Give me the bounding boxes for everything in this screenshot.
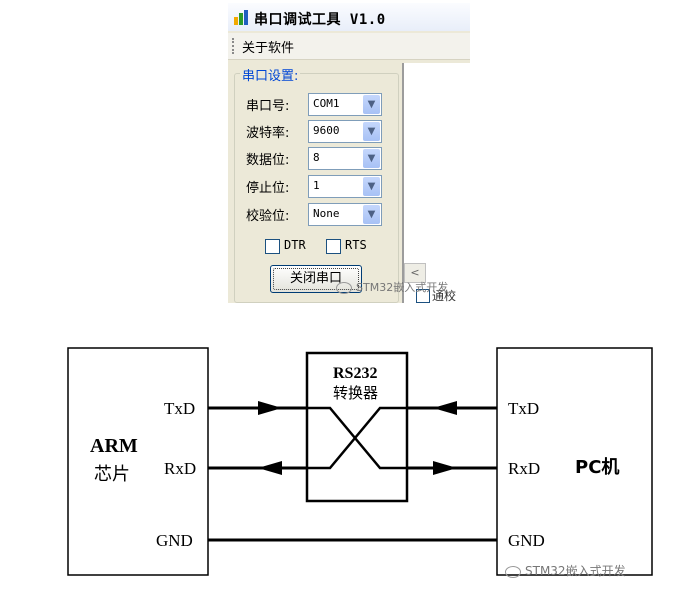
stopbits-label: 停止位: <box>246 181 290 196</box>
databits-value: 8 <box>313 151 320 164</box>
parity-select[interactable]: None ▼ <box>308 203 382 226</box>
chevron-down-icon[interactable]: ▼ <box>363 205 380 224</box>
menu-grip-icon <box>232 38 236 54</box>
chevron-down-icon[interactable]: ▼ <box>363 149 380 168</box>
arm-rxd-label: RxD <box>164 459 196 478</box>
arm-chip-label: 芯片 <box>94 464 130 485</box>
pc-rxd-arrow-icon <box>433 461 457 475</box>
arm-chip-box <box>67 347 209 576</box>
serial-settings-title: 串口设置: <box>240 65 301 84</box>
receive-pane: < 通校 <box>402 63 470 303</box>
port-label: 串口号: <box>246 99 290 114</box>
rts-checkbox[interactable] <box>326 239 341 254</box>
arm-txd-arrow-icon <box>258 401 282 415</box>
menu-bar: 关于软件 <box>228 33 470 60</box>
converter-label: 转换器 <box>333 384 378 402</box>
rts-label: RTS <box>345 238 367 252</box>
databits-select[interactable]: 8 ▼ <box>308 147 382 170</box>
rs232-converter-box <box>305 351 409 503</box>
databits-label: 数据位: <box>246 153 290 168</box>
baud-value: 9600 <box>313 124 340 137</box>
scroll-left-arrow[interactable]: < <box>404 263 426 283</box>
wechat-icon <box>505 565 521 578</box>
pane-checkbox-label: 通校 <box>432 289 457 303</box>
stopbits-value: 1 <box>313 179 320 192</box>
dtr-label: DTR <box>284 238 306 252</box>
watermark-top: STM32嵌入式开发 <box>336 279 448 295</box>
chevron-down-icon[interactable]: ▼ <box>363 95 380 114</box>
parity-value: None <box>313 207 340 220</box>
arm-rxd-arrow-icon <box>258 461 282 475</box>
port-value: COM1 <box>313 97 340 110</box>
window-title: 串口调试工具 V1.0 <box>254 12 386 28</box>
wechat-icon <box>336 282 352 294</box>
baud-select[interactable]: 9600 ▼ <box>308 120 382 143</box>
port-select[interactable]: COM1 ▼ <box>308 93 382 116</box>
watermark-top-text: STM32嵌入式开发 <box>356 281 449 294</box>
arm-gnd-label: GND <box>156 531 193 550</box>
pc-txd-arrow-icon <box>433 401 457 415</box>
pc-rxd-label: RxD <box>508 459 540 478</box>
cross-wire-1 <box>307 406 407 470</box>
watermark-bottom-text: STM32嵌入式开发 <box>525 564 626 578</box>
pc-gnd-label: GND <box>508 531 545 550</box>
serial-tool-window: 串口调试工具 V1.0 关于软件 串口设置: 串口号: COM1 ▼ 波特率: … <box>228 3 470 303</box>
arm-label: ARM <box>90 435 138 457</box>
rs232-label: RS232 <box>333 365 377 382</box>
title-bar: 串口调试工具 V1.0 <box>228 3 470 31</box>
pc-box <box>496 347 653 576</box>
chevron-down-icon[interactable]: ▼ <box>363 122 380 141</box>
pc-txd-label: TxD <box>508 399 539 418</box>
pc-label: PC机 <box>575 457 619 478</box>
cross-wire-2 <box>307 406 407 470</box>
chevron-down-icon[interactable]: ▼ <box>363 177 380 196</box>
pane-checkbox[interactable] <box>416 289 430 303</box>
watermark-bottom: STM32嵌入式开发 <box>505 562 626 579</box>
serial-settings-group <box>234 73 399 303</box>
menu-item-about[interactable]: 关于软件 <box>242 41 295 56</box>
baud-label: 波特率: <box>246 126 290 141</box>
arm-txd-label: TxD <box>164 399 195 418</box>
app-icon <box>234 10 250 25</box>
rs232-wiring-diagram: ARM 芯片 RS232 转换器 PC机 TxD RxD GND TxD RxD… <box>67 347 653 576</box>
dtr-checkbox[interactable] <box>265 239 280 254</box>
stopbits-select[interactable]: 1 ▼ <box>308 175 382 198</box>
parity-label: 校验位: <box>246 209 290 224</box>
